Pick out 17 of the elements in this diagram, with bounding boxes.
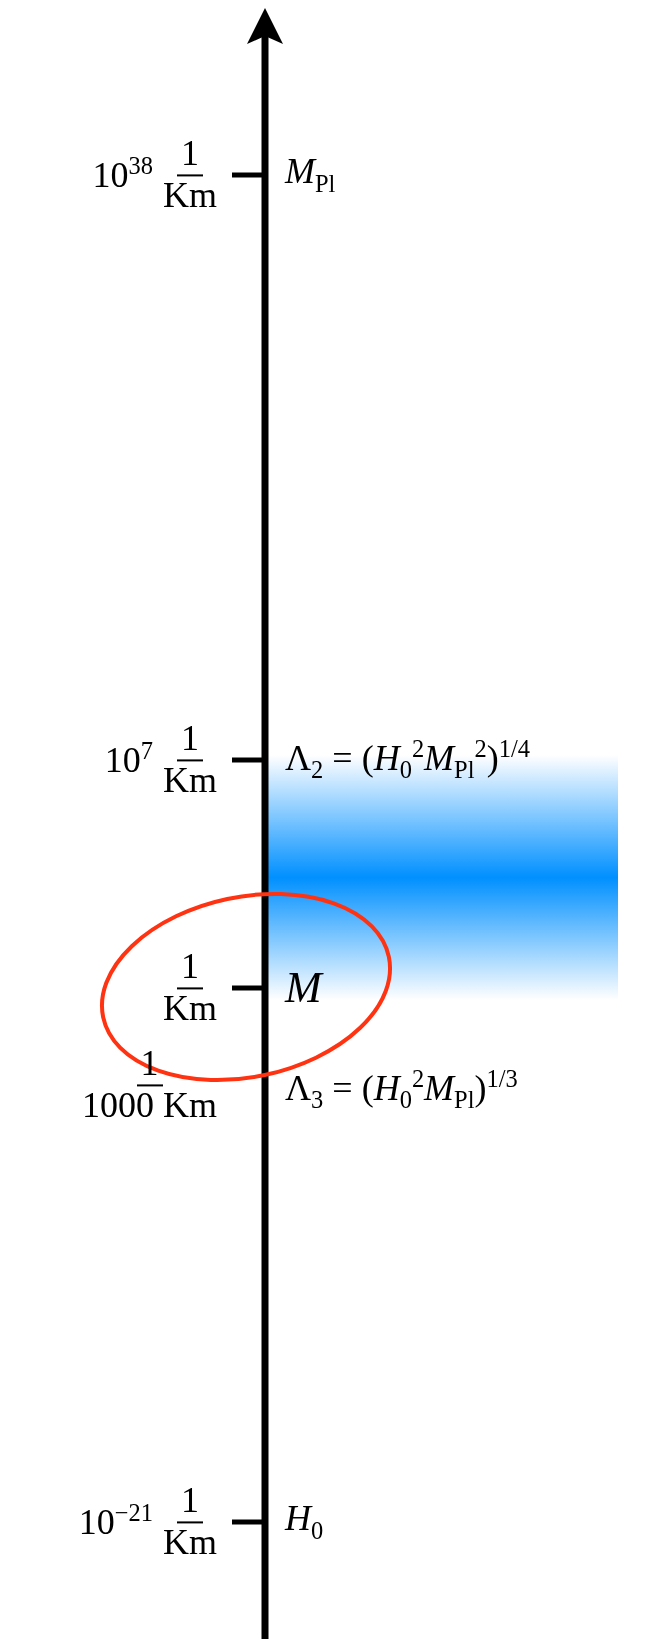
fraction-denominator: Km	[162, 1523, 218, 1563]
fraction-denominator: Km	[162, 176, 218, 216]
fraction-denominator: Km	[162, 761, 218, 801]
fraction-numerator: 1	[177, 947, 203, 989]
fraction-numerator: 1	[177, 719, 203, 761]
fraction-numerator: 1	[177, 1481, 203, 1523]
scale-exponent: 10$^{38}$	[92, 153, 153, 197]
fraction-denominator: Km	[162, 989, 218, 1029]
scale-label: Λ$_{3}$ = (H$_{0}$$^{2}$M$_{Pl}$)$^{1/3}$	[285, 1065, 518, 1115]
scale-label: Λ$_{2}$ = (H$_{0}$$^{2}$M$_{Pl}$$^{2}$)$^{1/4}$	[285, 735, 531, 785]
scale-label: M	[285, 963, 322, 1013]
scale-exponent: 10$^{7}$	[104, 738, 153, 782]
fraction-denominator: 1000 Km	[81, 1086, 218, 1126]
scale-exponent: 10$^{−21}$	[78, 1500, 153, 1544]
scale-label: M$_{Pl}$	[285, 152, 336, 198]
fraction-numerator: 1	[177, 134, 203, 176]
scale-label: H$_{0}$	[285, 1499, 324, 1545]
